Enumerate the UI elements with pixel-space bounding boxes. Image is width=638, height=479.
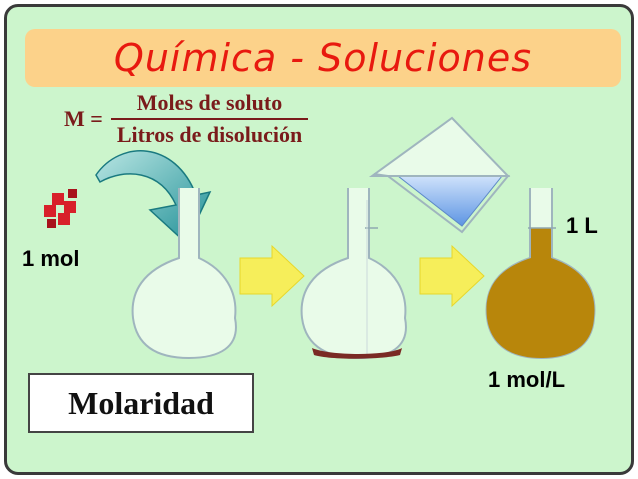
page-title: Química - Soluciones: [113, 36, 533, 80]
flask-with-solution: [485, 188, 596, 360]
volume-label: 1 L: [566, 213, 598, 238]
concept-label-box: Molaridad: [28, 373, 254, 433]
flask-with-solute: [300, 188, 407, 360]
formula-denominator: Litros de disolución: [116, 122, 303, 147]
solute-amount-label: 1 mol: [22, 246, 80, 271]
water-pouring-beaker-icon: [368, 116, 511, 234]
yellow-right-arrow-icon: [239, 244, 305, 308]
empty-volumetric-flask: [131, 188, 237, 360]
title-banner: Química - Soluciones: [25, 29, 621, 87]
fraction-bar: [110, 118, 309, 120]
red-crystal-cluster-icon: [44, 189, 77, 228]
yellow-right-arrow-icon: [419, 244, 485, 308]
formula-numerator: Moles de soluto: [136, 90, 283, 115]
formula-fraction: Moles de soluto Litros de disolución: [110, 90, 309, 148]
molarity-formula: M = Moles de soluto Litros de disolución: [64, 90, 309, 148]
concentration-label: 1 mol/L: [488, 367, 566, 392]
formula-lhs: M =: [64, 106, 103, 131]
concept-label: Molaridad: [68, 384, 214, 421]
